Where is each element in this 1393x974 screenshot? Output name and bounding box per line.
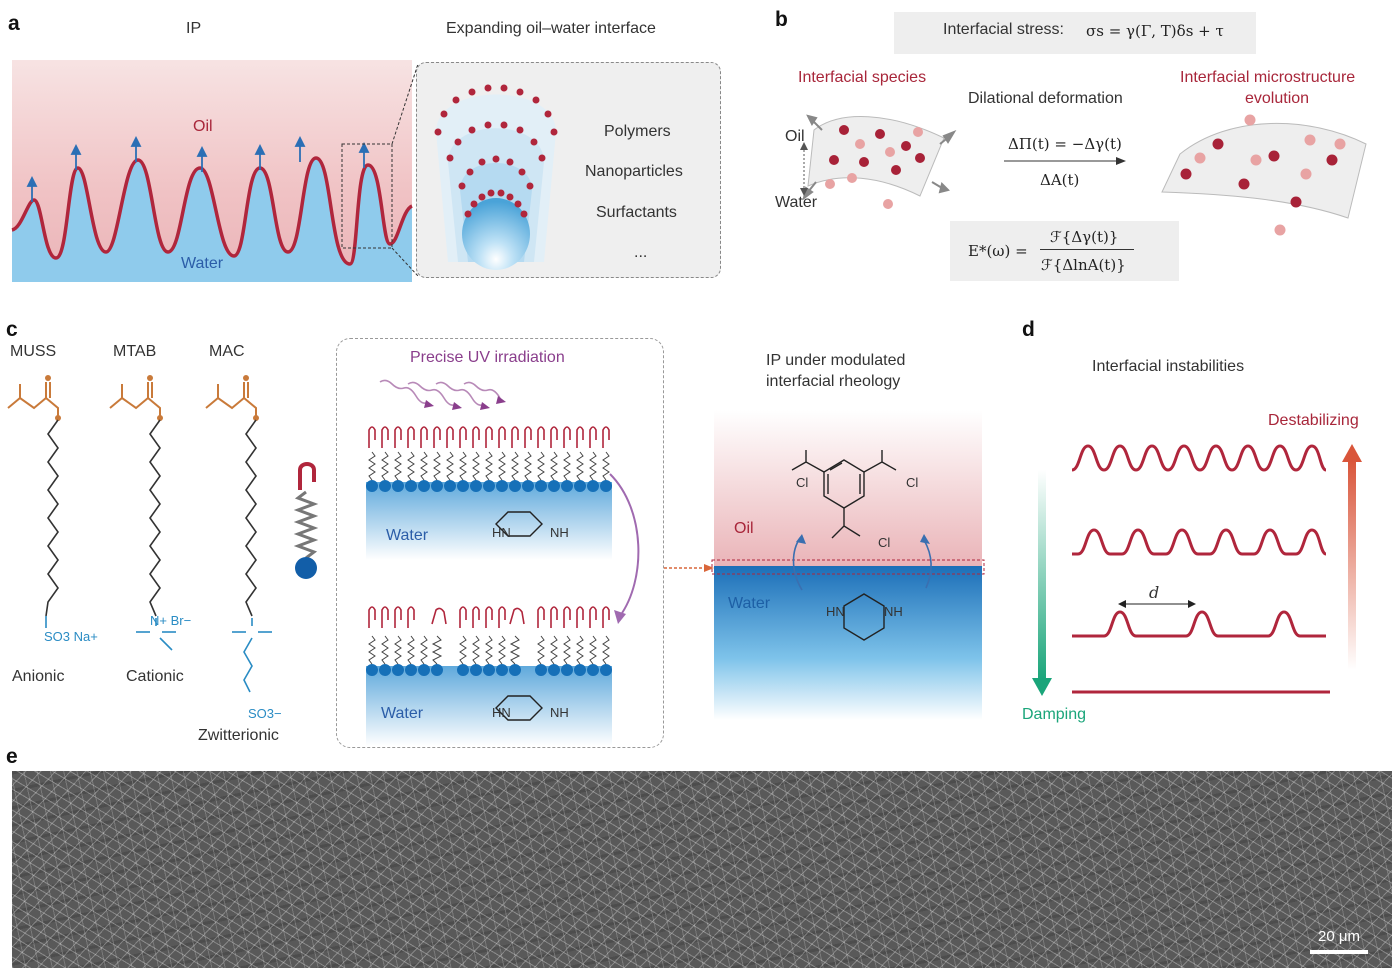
chloride-left: Cl [796, 475, 809, 490]
panel-a-title-ip: IP [186, 20, 202, 37]
panel-a-title-interface: Expanding oil–water interface [446, 20, 656, 37]
panel-c-oil-label: Oil [734, 520, 754, 537]
modulus-numerator: ℱ{Δγ(t)} [1050, 228, 1119, 246]
scale-bar [1310, 950, 1368, 954]
molecule-mac-label: MAC [209, 343, 245, 360]
modulus-formula-box [950, 221, 1179, 281]
water-label-bottom: Water [381, 705, 424, 722]
chloride-right: Cl [906, 475, 919, 490]
type-anionic: Anionic [12, 668, 65, 685]
panel-b-oil-label: Oil [785, 128, 805, 145]
panel-b-water-label: Water [775, 194, 818, 211]
expanding-droplets [434, 84, 558, 270]
list-item-polymers: Polymers [604, 123, 671, 140]
uv-irradiation-label: Precise UV irradiation [410, 349, 565, 366]
scale-bar-label: 20 μm [1318, 928, 1360, 945]
interfacial-species-label: Interfacial species [798, 69, 927, 86]
panel-a-ip-diagram [11, 60, 414, 282]
fraction-bar [1040, 249, 1134, 250]
destabilizing-label: Destabilizing [1268, 412, 1359, 429]
microstructure-evolution-line2: evolution [1245, 90, 1310, 107]
monolayer-after [366, 606, 612, 746]
instabilities-title: Interfacial instabilities [1092, 358, 1245, 375]
dilational-deformation-label: Dilational deformation [968, 90, 1123, 107]
stress-formula: σs = γ(Γ, T)δs + τ [1086, 22, 1224, 40]
modulus-lhs: E*(ω) = [968, 242, 1028, 260]
piperazine-hn-bottom: HN [492, 705, 511, 720]
stress-label: Interfacial stress: [943, 21, 1064, 38]
microstructure-evolution-line1: Interfacial microstructure [1180, 69, 1356, 86]
ip-title-line1: IP under modulated [766, 352, 906, 369]
type-zwitterionic: Zwitterionic [198, 727, 279, 744]
dashed-transfer-arrow [664, 564, 714, 572]
type-cationic: Cationic [126, 668, 184, 685]
chloride-bottom: Cl [878, 535, 891, 550]
stress-formula-box [894, 12, 1256, 54]
panel-label-e: e [6, 745, 18, 768]
interfacial-sheet-right [1161, 114, 1367, 236]
curved-arrow-uv [609, 473, 640, 624]
ip-modulated-diagram [711, 410, 985, 720]
molecule-mtab-label: MTAB [113, 343, 157, 360]
instability-waves [1032, 444, 1362, 696]
mac-headgroup: SO3− [248, 706, 282, 721]
panel-c-water-label: Water [728, 595, 771, 612]
piperazine-hn-ip: HN [826, 604, 845, 619]
piperazine-nh-bottom: NH [550, 705, 569, 720]
ip-title-line2: interfacial rheology [766, 373, 901, 390]
interfacial-sheet-left [800, 114, 957, 209]
delta-pi-formula: ΔΠ(t) = −Δγ(t) [1008, 135, 1122, 153]
molecule-muss-label: MUSS [10, 343, 57, 360]
deformation-arrow [1004, 157, 1126, 165]
panel-label-d: d [1022, 318, 1035, 341]
mtab-headgroup: N+ Br− [150, 613, 192, 628]
piperazine-nh-ip: NH [884, 604, 903, 619]
water-label-top: Water [386, 527, 429, 544]
list-item-surfactants: Surfactants [596, 204, 677, 221]
piperazine-nh-top: NH [550, 525, 569, 540]
modulus-denominator: ℱ{ΔlnA(t)} [1041, 256, 1126, 274]
muss-headgroup: SO3 Na+ [44, 629, 98, 644]
surfactant-cartoon-icon [293, 462, 319, 579]
panel-label-a: a [8, 12, 20, 35]
panel-a-oil-label: Oil [193, 118, 213, 135]
list-item-ellipsis: ... [634, 244, 648, 261]
sem-micrograph [12, 771, 1392, 968]
list-item-nanoparticles: Nanoparticles [585, 163, 683, 180]
panel-a-water-label: Water [181, 255, 224, 272]
panel-label-c: c [6, 318, 18, 341]
damping-label: Damping [1022, 706, 1087, 723]
uv-rays [379, 379, 506, 410]
piperazine-hn-top: HN [492, 525, 511, 540]
panel-label-b: b [775, 8, 788, 31]
surfactant-structures [7, 375, 272, 693]
wavelength-symbol: d [1149, 583, 1160, 602]
monolayer-before [366, 426, 612, 560]
delta-a-formula: ΔA(t) [1040, 171, 1080, 189]
